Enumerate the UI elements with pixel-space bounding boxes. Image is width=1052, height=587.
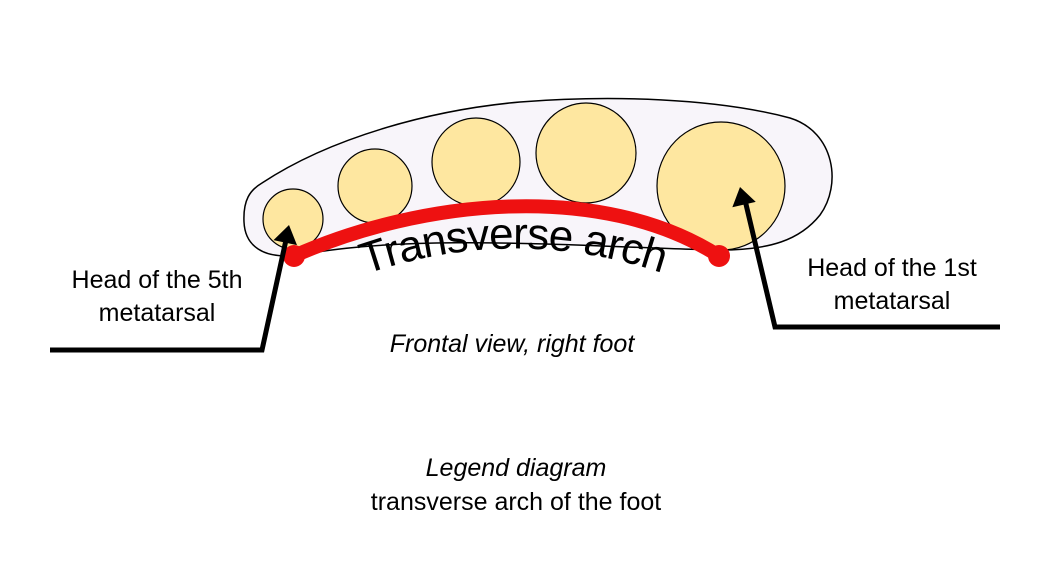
legend-subtitle: transverse arch of the foot (371, 488, 661, 516)
left-callout-line1: Head of the 5th (72, 266, 243, 294)
right-callout-line1: Head of the 1st (807, 254, 977, 282)
left-callout-line2: metatarsal (99, 299, 216, 327)
right-callout-line2: metatarsal (834, 287, 951, 315)
arch-end-left (283, 245, 305, 267)
metatarsal-head-4 (337, 148, 413, 224)
metatarsal-head-3 (431, 117, 521, 207)
metatarsal-head-2 (535, 102, 637, 204)
view-caption: Frontal view, right foot (390, 330, 636, 358)
left-leader-line (50, 239, 289, 353)
legend-title: Legend diagram (426, 454, 607, 482)
transverse-arch-line (287, 199, 726, 263)
left-arrowhead-icon (273, 225, 297, 246)
arch-end-right (708, 245, 730, 267)
right-leader-line (742, 199, 1000, 330)
right-arrowhead-icon (732, 187, 756, 208)
